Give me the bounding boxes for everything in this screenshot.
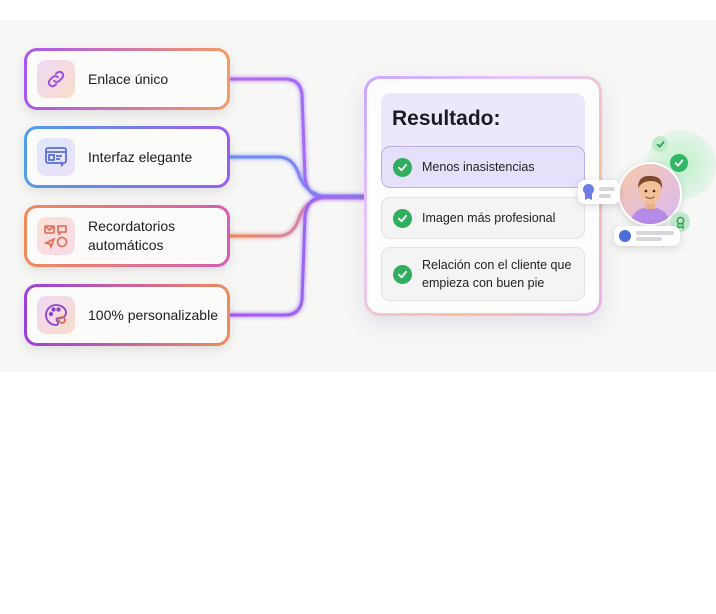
connector-line-2 xyxy=(230,157,364,196)
check-badge-icon xyxy=(652,136,668,152)
badge-icon xyxy=(583,184,594,195)
connector-line-3 xyxy=(230,198,364,236)
result-item: Relación con el cliente que empieza con … xyxy=(381,247,585,301)
result-card: Resultado: Menos inasistencias Imagen má… xyxy=(364,76,602,316)
result-item-label: Menos inasistencias xyxy=(422,158,535,176)
palette-icon xyxy=(37,296,75,334)
feature-card-link: Enlace único xyxy=(24,48,230,110)
star-icon xyxy=(619,230,631,242)
profile-mini-card xyxy=(578,180,620,204)
user-illustration xyxy=(576,130,716,260)
connector-line-4 xyxy=(230,197,364,315)
result-item: Menos inasistencias xyxy=(381,146,585,188)
feature-card-reminders: Recordatorios automáticos xyxy=(24,205,230,267)
result-title: Resultado: xyxy=(392,107,501,131)
reminders-icon xyxy=(37,217,75,255)
feature-card-customizable: 100% personalizable xyxy=(24,284,230,346)
result-item: Imagen más profesional xyxy=(381,197,585,239)
connector-line-1 xyxy=(230,79,364,197)
feature-label: Interfaz elegante xyxy=(88,148,192,167)
check-badge-icon xyxy=(670,154,688,172)
feature-card-interface: Interfaz elegante xyxy=(24,126,230,188)
check-icon xyxy=(393,158,412,177)
check-icon xyxy=(393,209,412,228)
feature-label: 100% personalizable xyxy=(88,306,218,325)
rating-mini-card xyxy=(614,226,680,246)
result-item-label: Imagen más profesional xyxy=(422,209,555,227)
feature-label: Enlace único xyxy=(88,70,168,89)
feature-label: Recordatorios automáticos xyxy=(88,217,198,255)
link-icon xyxy=(37,60,75,98)
result-item-label: Relación con el cliente que empieza con … xyxy=(422,256,582,292)
interface-icon xyxy=(37,138,75,176)
check-icon xyxy=(393,265,412,284)
